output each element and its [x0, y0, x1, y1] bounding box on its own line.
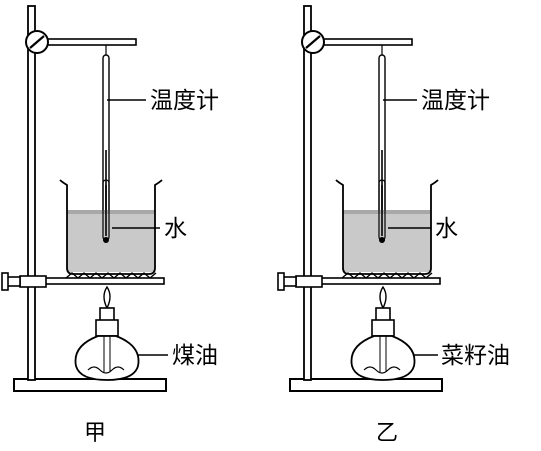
- label-thermometer-yi: 温度计: [421, 88, 490, 114]
- beaker-icon: [59, 179, 163, 275]
- stand-arm-icon: [34, 38, 137, 46]
- stand-pole-icon: [303, 5, 312, 381]
- stand-base-icon: [13, 378, 167, 392]
- stand-pole-icon: [27, 5, 36, 381]
- ring-support-icon: [319, 277, 441, 285]
- label-liquid-yi: 水: [435, 216, 458, 242]
- stand-base-icon: [289, 378, 443, 392]
- liquid-surface: [343, 210, 431, 272]
- liquid-surface: [67, 210, 155, 272]
- stand-arm-icon: [310, 38, 413, 46]
- clamp-knob-icon: [25, 30, 49, 54]
- side-clamp-icon: [1, 272, 47, 291]
- label-fuel-jia: 煤油: [172, 343, 218, 369]
- wire-gauze-icon: [65, 272, 157, 279]
- caption-jia: 甲: [84, 421, 106, 446]
- ring-support-icon: [43, 277, 165, 285]
- label-thermometer-jia: 温度计: [150, 88, 219, 114]
- clamp-knob-icon: [301, 30, 325, 54]
- wire-gauze-icon: [341, 272, 433, 279]
- label-fuel-yi: 菜籽油: [441, 343, 510, 369]
- setup-jia: 温度计 水 煤油 甲: [1, 5, 219, 446]
- setup-yi: 温度计 水 菜籽油 乙: [277, 5, 510, 446]
- beaker-icon: [335, 179, 439, 275]
- caption-yi: 乙: [376, 421, 398, 446]
- burner-icon: [350, 285, 416, 381]
- label-liquid-jia: 水: [164, 216, 187, 242]
- burner-icon: [74, 285, 140, 381]
- side-clamp-icon: [277, 272, 323, 291]
